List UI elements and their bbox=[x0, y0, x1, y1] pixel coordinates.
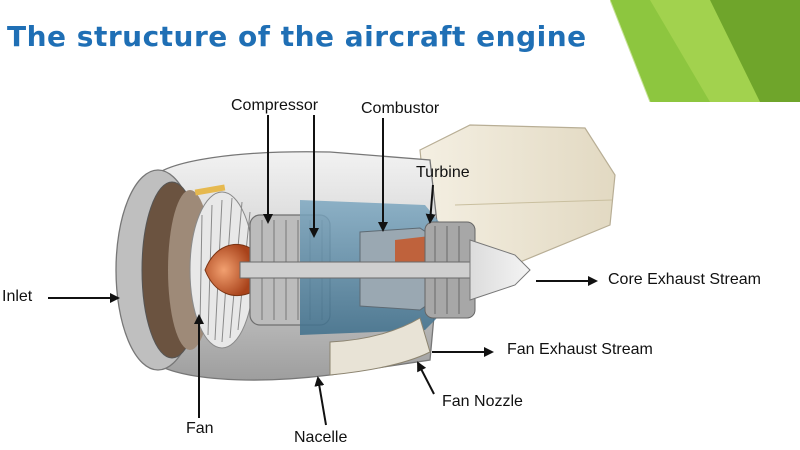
label-turbine: Turbine bbox=[416, 164, 470, 181]
callout-arrows bbox=[48, 115, 598, 426]
arrow-nacelle bbox=[314, 376, 327, 426]
arrow-fan-nozzle bbox=[417, 361, 435, 395]
label-combustor: Combustor bbox=[361, 100, 440, 117]
label-fan-exhaust-stream: Fan Exhaust Stream bbox=[507, 341, 653, 358]
label-inlet: Inlet bbox=[2, 288, 33, 305]
green-shape-dark bbox=[710, 0, 800, 102]
fan-nozzle-edge bbox=[329, 317, 431, 376]
green-shape-edge bbox=[610, 0, 651, 102]
label-compressor: Compressor bbox=[231, 97, 319, 114]
slide-title: The structure of the aircraft engine bbox=[7, 20, 587, 53]
exhaust-cone bbox=[469, 239, 531, 301]
label-fan: Fan bbox=[186, 420, 214, 437]
label-nacelle: Nacelle bbox=[294, 429, 348, 446]
arrow-turbine bbox=[425, 184, 436, 224]
inlet-highlight bbox=[194, 184, 226, 196]
decorative-green-triangles bbox=[610, 0, 800, 102]
pylon-seam bbox=[454, 199, 613, 206]
label-core-exhaust-stream: Core Exhaust Stream bbox=[608, 271, 761, 288]
label-fan-nozzle: Fan Nozzle bbox=[442, 393, 523, 410]
